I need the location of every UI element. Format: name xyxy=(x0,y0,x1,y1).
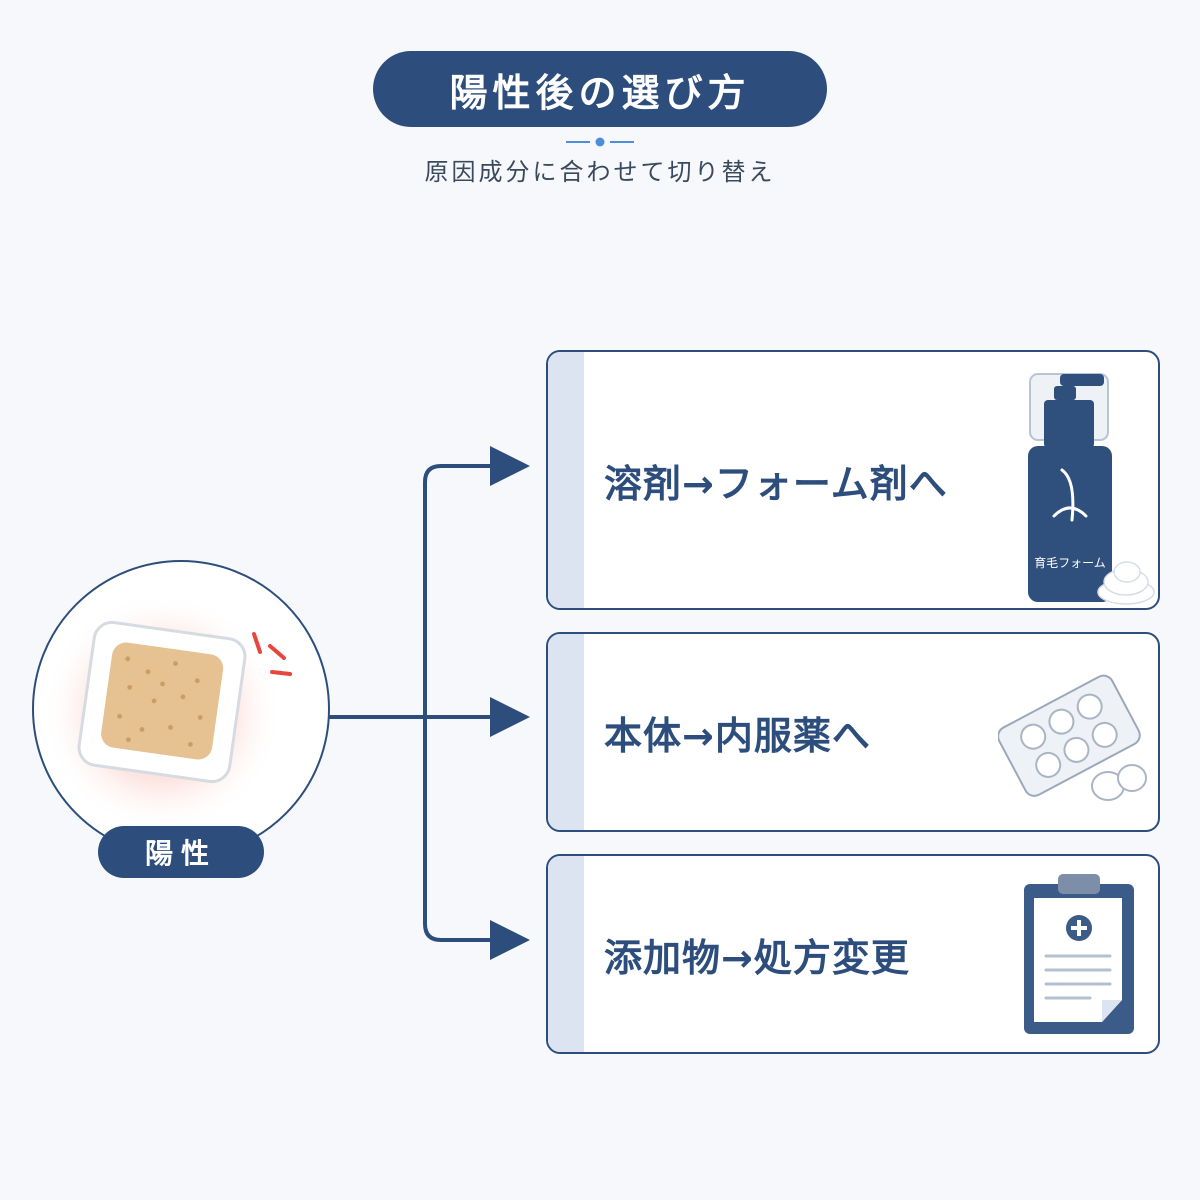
option-label-prescription: 添加物→処方変更 xyxy=(604,935,910,980)
branch-line-bottom xyxy=(423,715,530,960)
patch-test-circle xyxy=(32,560,330,858)
card-accent-bar xyxy=(548,856,584,1052)
option-label-foam: 溶剤→フォーム剤へ xyxy=(604,461,948,506)
patch-test-icon xyxy=(42,592,292,832)
positive-label-text: 陽性 xyxy=(144,837,217,870)
option-card-foam: 溶剤→フォーム剤へ 育毛フォーム xyxy=(546,350,1160,610)
product-label-text: 育毛フォーム xyxy=(1034,555,1106,570)
option-card-oral: 本体→内服薬へ xyxy=(546,632,1160,832)
prescription-clipboard-icon xyxy=(1024,874,1134,1034)
branch-line-top xyxy=(423,446,530,719)
page-title: 陽性後の選び方 xyxy=(449,70,751,115)
option-label-oral: 本体→内服薬へ xyxy=(604,713,871,758)
title-pill: 陽性後の選び方 xyxy=(373,51,827,127)
title-divider xyxy=(566,137,634,147)
positive-label: 陽性 xyxy=(98,826,264,878)
option-card-prescription: 添加物→処方変更 xyxy=(546,854,1160,1054)
foam-puff xyxy=(1097,561,1155,605)
card-accent-bar xyxy=(548,634,584,830)
irritation-marks xyxy=(252,632,292,676)
pill-blister-icon xyxy=(998,674,1147,801)
foam-bottle-icon: 育毛フォーム xyxy=(1028,373,1155,605)
subtitle: 原因成分に合わせて切り替え xyxy=(424,158,776,186)
card-accent-bar xyxy=(548,352,584,608)
